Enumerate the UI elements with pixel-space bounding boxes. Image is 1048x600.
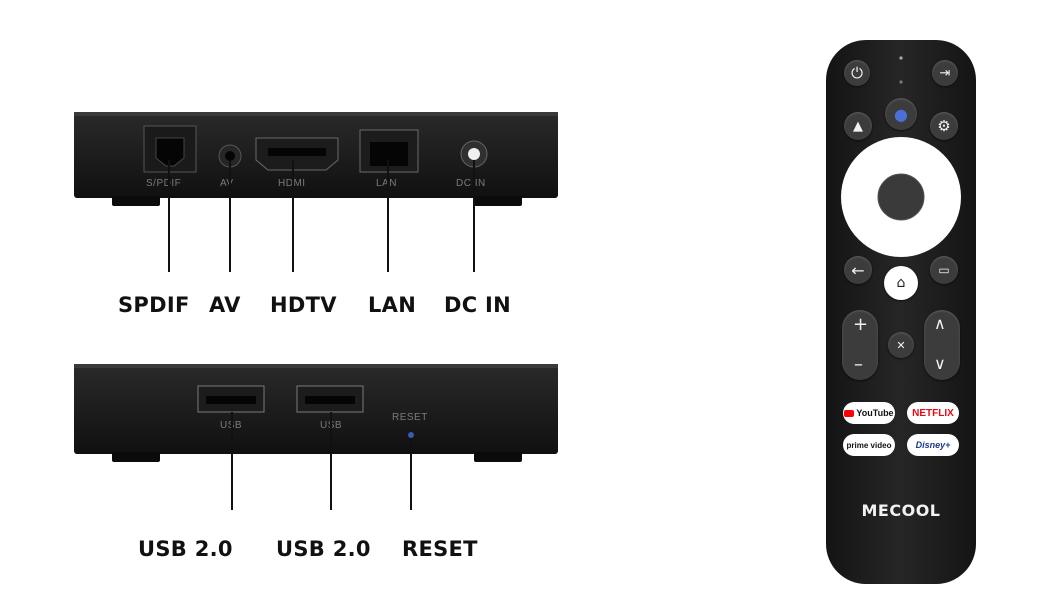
home-icon[interactable]: ⌂ xyxy=(884,266,918,300)
microphone-icon[interactable]: ● xyxy=(885,98,917,130)
rear-panel-box: S/PDIF AV HDMI LAN DC IN xyxy=(74,108,558,212)
prime-video-label: prime video xyxy=(846,440,892,450)
callout-reset: RESET xyxy=(402,537,478,561)
brand-logo: MECOOL xyxy=(861,501,941,520)
leader-line-spdif xyxy=(168,160,170,272)
dpad-ok-button[interactable] xyxy=(878,174,924,220)
port-label-lan: LAN xyxy=(376,178,397,189)
youtube-button[interactable]: YouTube xyxy=(843,402,895,424)
disney-plus-label: Disney+ xyxy=(915,440,951,450)
leader-line-lan xyxy=(387,160,389,272)
profile-icon[interactable]: ▲ xyxy=(844,112,872,140)
netflix-label: NETFLIX xyxy=(912,407,954,419)
channel-down-icon[interactable]: ∨ xyxy=(934,354,946,373)
volume-up-icon[interactable]: + xyxy=(853,314,869,335)
prime-video-button[interactable]: prime video xyxy=(843,434,895,456)
callout-lan: LAN xyxy=(368,293,417,317)
mute-icon[interactable]: ✕ xyxy=(888,332,914,358)
remote-control: ⏻ ⇥ ● ▲ ⚙ ← ⌂ ▭ + – ✕ ∧ ∨ YouTube NETFLI… xyxy=(826,40,976,584)
port-label-spdif: S/PDIF xyxy=(146,178,182,189)
callout-spdif: SPDIF xyxy=(118,293,190,317)
back-icon[interactable]: ← xyxy=(844,256,872,284)
callout-usb-2: USB 2.0 xyxy=(276,537,371,561)
leader-line-usb-1 xyxy=(231,412,233,510)
volume-down-icon[interactable]: – xyxy=(854,354,863,375)
channel-up-icon[interactable]: ∧ xyxy=(934,314,946,333)
settings-icon[interactable]: ⚙ xyxy=(930,112,958,140)
port-label-reset: RESET xyxy=(392,412,428,423)
volume-rocker[interactable]: + – xyxy=(842,310,878,380)
power-icon[interactable]: ⏻ xyxy=(844,60,870,86)
leader-line-hdtv xyxy=(292,160,294,272)
leader-line-usb-2 xyxy=(330,412,332,510)
side-panel-box: USB USB RESET xyxy=(74,360,558,466)
port-label-hdmi: HDMI xyxy=(278,178,306,189)
leader-line-reset xyxy=(410,438,412,510)
callout-hdtv: HDTV xyxy=(270,293,337,317)
callout-usb-1: USB 2.0 xyxy=(138,537,233,561)
callout-dc-in: DC IN xyxy=(444,293,512,317)
port-label-dc-in: DC IN xyxy=(456,178,486,189)
callout-av: AV xyxy=(209,293,241,317)
youtube-play-icon xyxy=(844,409,855,417)
port-label-usb-1: USB xyxy=(220,420,242,431)
input-icon[interactable]: ⇥ xyxy=(932,60,958,86)
leader-line-av xyxy=(229,160,231,272)
netflix-button[interactable]: NETFLIX xyxy=(907,402,959,424)
port-label-av: AV xyxy=(220,178,234,189)
channel-rocker[interactable]: ∧ ∨ xyxy=(924,310,960,380)
side-panel-box-shape xyxy=(74,364,558,462)
youtube-label: YouTube xyxy=(856,408,894,418)
leader-line-dc-in xyxy=(473,160,475,272)
disney-plus-button[interactable]: Disney+ xyxy=(907,434,959,456)
tv-icon[interactable]: ▭ xyxy=(930,256,958,284)
rear-panel-box-shape xyxy=(74,112,558,206)
